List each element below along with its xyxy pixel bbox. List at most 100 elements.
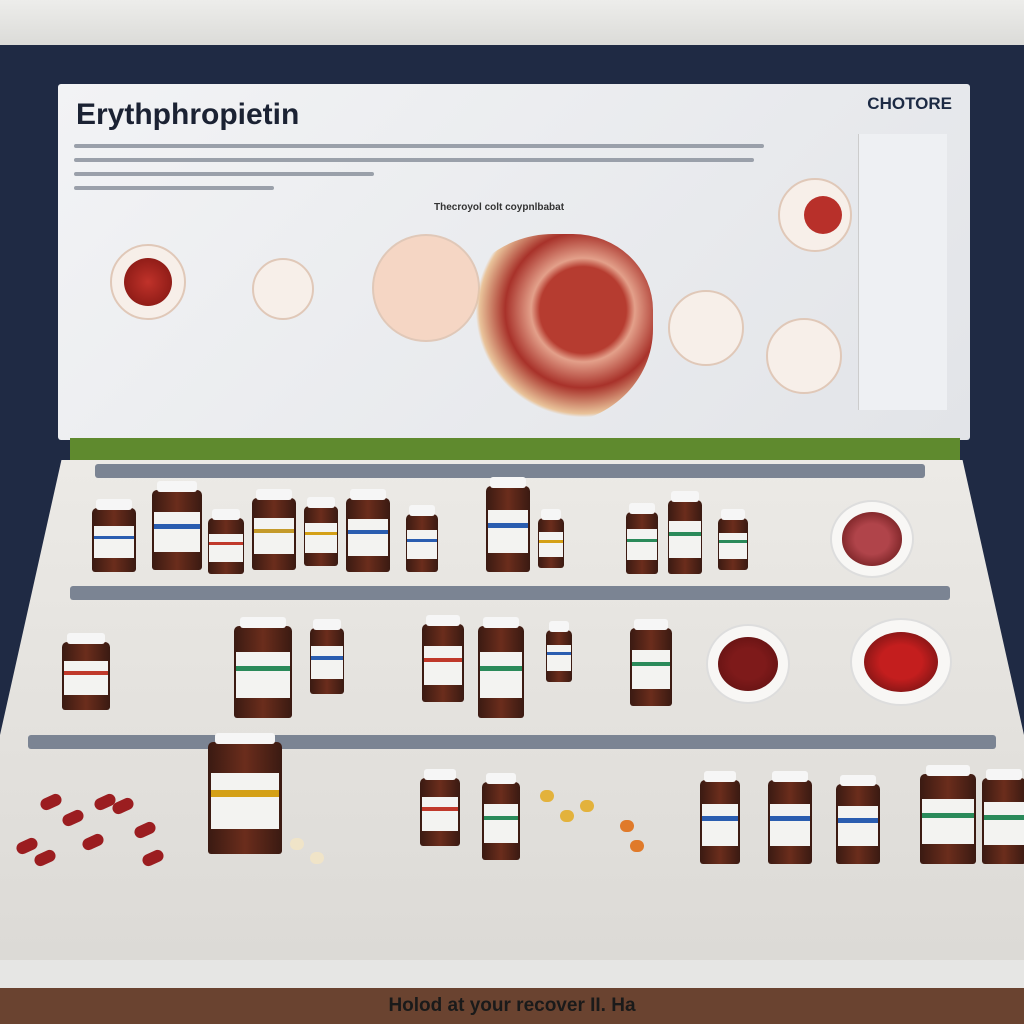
medicine-bottle	[346, 489, 390, 572]
bottle-cap	[704, 771, 736, 782]
row-header-1	[95, 464, 925, 478]
bottle-label	[421, 797, 459, 832]
medicine-bottle	[482, 773, 520, 860]
footer-text: Holod at your recover II. Ha	[388, 995, 636, 1016]
bottle-cap	[66, 633, 106, 644]
side-panel	[858, 134, 947, 410]
bottle-cap	[424, 769, 456, 780]
bottle-label	[236, 651, 290, 698]
pill-bowl	[706, 624, 790, 704]
bottle-cap	[634, 619, 668, 630]
bottle-label	[769, 803, 811, 846]
bottle-label	[154, 512, 200, 553]
pill-bowl	[850, 618, 952, 706]
bottle-label	[983, 802, 1024, 846]
medicine-bottle	[700, 771, 740, 864]
bottle-label	[347, 518, 389, 556]
medicine-bottle	[982, 769, 1024, 864]
poster-title: Erythphropietin	[76, 98, 300, 131]
heart-diagram	[778, 178, 852, 252]
bottle-cap	[426, 615, 460, 626]
bottle-cap	[313, 619, 341, 630]
bottle-label	[487, 510, 529, 554]
wall-background	[0, 0, 1024, 50]
medicine-bottle	[234, 617, 292, 718]
bottle-label	[837, 806, 879, 847]
bottle-cap	[772, 771, 808, 782]
text-line	[74, 172, 374, 176]
medicine-bottle	[406, 505, 438, 572]
medicine-bottle	[836, 775, 880, 864]
bottle-label	[701, 803, 739, 846]
footer-bar: Holod at your recover II. Ha	[0, 988, 1024, 1024]
bottle-label	[479, 651, 523, 698]
medicine-bottle	[546, 621, 572, 682]
bottle-label	[209, 533, 243, 562]
tablet	[630, 840, 644, 852]
bottle-cap	[490, 477, 526, 488]
tablet	[620, 820, 634, 832]
bottle-label	[719, 532, 747, 559]
medicine-bottle	[422, 615, 464, 702]
kidney-organ-illustration	[453, 234, 653, 424]
text-line	[74, 186, 274, 190]
text-line	[74, 144, 764, 148]
pills-in-bowl	[863, 631, 939, 693]
bottle-label	[922, 799, 974, 845]
tablet	[290, 838, 304, 850]
medicine-bottle	[668, 491, 702, 574]
bottle-cap	[548, 621, 570, 632]
bottle-label	[63, 661, 109, 696]
medicine-bottle	[62, 633, 110, 710]
row-header-2	[70, 586, 950, 600]
bottle-cap	[350, 489, 386, 500]
bottle-cap	[925, 765, 971, 776]
medicine-bottle	[152, 481, 202, 570]
organ-color-diagram	[668, 290, 744, 366]
medicine-bottle	[208, 733, 282, 854]
medicine-bottle	[538, 509, 564, 568]
medicine-bottle	[920, 765, 976, 864]
bottle-cap	[239, 617, 287, 628]
bottle-cap	[211, 509, 241, 520]
bottle-label	[305, 522, 337, 553]
tablet	[310, 852, 324, 864]
bottle-cap	[721, 509, 745, 520]
bottle-label	[627, 529, 657, 561]
bottle-cap	[256, 489, 292, 500]
medicine-bottle	[768, 771, 812, 864]
blood-cell-diagram	[110, 244, 186, 320]
bottle-label	[311, 646, 343, 680]
bottle-label	[483, 803, 519, 843]
medicine-bottle	[208, 509, 244, 574]
bottle-cap	[540, 509, 562, 520]
bottle-cap	[96, 499, 132, 510]
bottle-label	[631, 649, 671, 689]
text-line	[74, 158, 754, 162]
bottle-cap	[629, 503, 655, 514]
bottle-cap	[215, 733, 275, 744]
bottle-label	[93, 525, 135, 558]
medicine-bottle	[252, 489, 296, 570]
bottle-label	[407, 530, 437, 560]
poster-corner-label: CHOTORE	[867, 94, 952, 113]
bottle-cap	[840, 775, 876, 786]
diagram-heading: Thecroyol colt coypnlbabat	[434, 202, 565, 213]
tissue-diagram	[252, 258, 314, 320]
pill-bowl	[830, 500, 914, 578]
tablet	[580, 800, 594, 812]
pills-in-bowl	[841, 512, 903, 566]
bottle-label	[210, 773, 280, 830]
bottle-cap	[409, 505, 435, 516]
row-header-3	[28, 735, 996, 749]
poster: Erythphropietin CHOTORE Thecroyol colt c…	[58, 84, 970, 440]
bottle-cap	[485, 773, 517, 784]
bottle-label	[669, 520, 701, 558]
tablet	[560, 810, 574, 822]
medicine-bottle	[478, 617, 524, 718]
medicine-bottle	[304, 497, 338, 566]
medicine-bottle	[310, 619, 344, 694]
bottle-cap	[671, 491, 699, 502]
medicine-bottle	[626, 503, 658, 574]
bottle-cap	[307, 497, 335, 508]
